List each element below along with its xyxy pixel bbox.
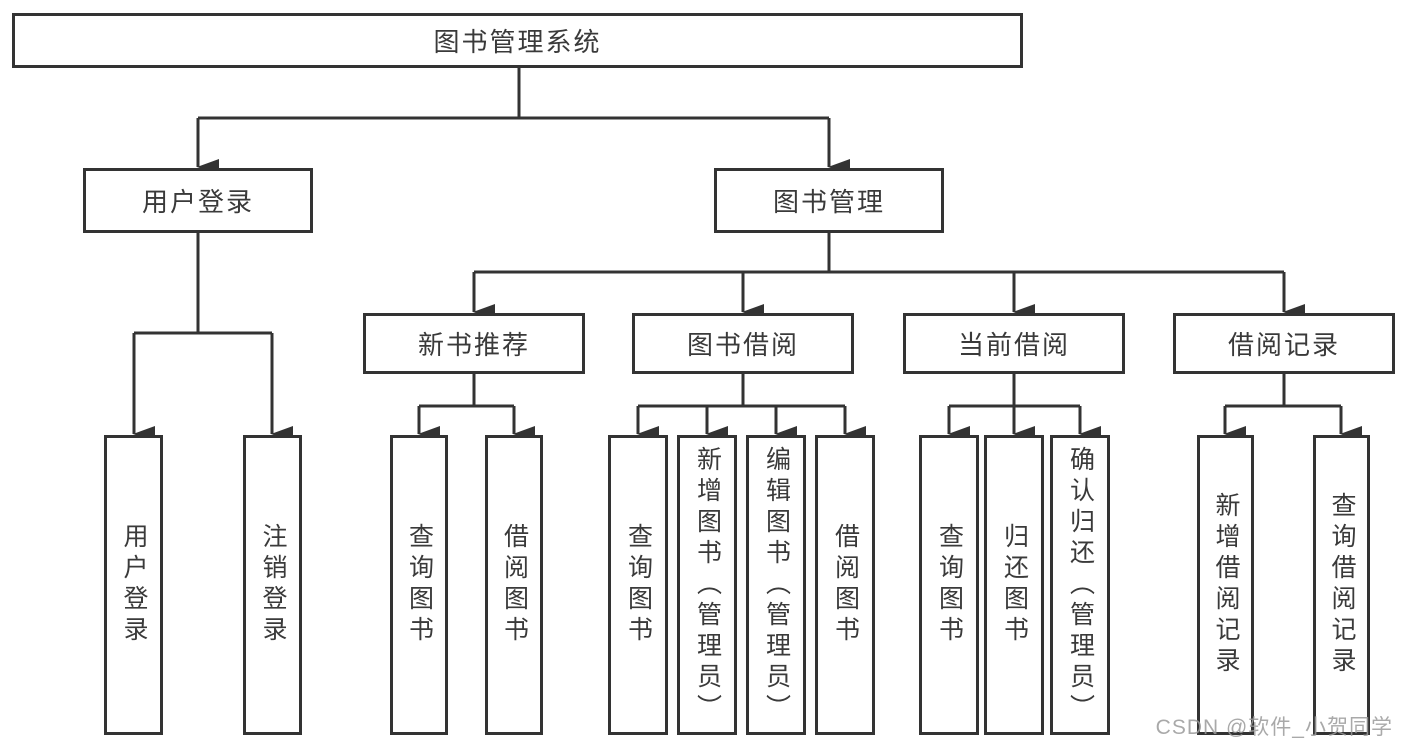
leaf-cb-query-books-label: 查询图书 [935,523,964,647]
leaf-bb-add-books-admin: 新增图书（管理员） [677,435,737,735]
node-user-login-label: 用户登录 [141,187,254,217]
node-borrowing-records-label: 借阅记录 [1227,330,1340,360]
node-current-borrowing: 当前借阅 [903,313,1125,374]
leaf-cb-confirm-return-admin: 确认归还（管理员） [1050,435,1110,735]
leaf-user-login-label: 用户登录 [120,523,148,647]
leaf-nbr-borrow-books-label: 借阅图书 [500,523,529,647]
leaf-br-query-record-label: 查询借阅记录 [1328,492,1356,678]
leaf-bb-borrow-books: 借阅图书 [815,435,875,735]
node-new-book-recommendation-label: 新书推荐 [417,330,530,360]
leaf-bb-edit-books-admin-label: 编辑图书（管理员） [762,445,791,725]
node-book-borrowing: 图书借阅 [632,313,854,374]
node-book-management-label: 图书管理 [772,187,885,217]
node-new-book-recommendation: 新书推荐 [363,313,585,374]
leaf-bb-query-books: 查询图书 [608,435,668,735]
node-book-management: 图书管理 [714,168,944,233]
leaf-logout: 注销登录 [243,435,302,735]
csdn-watermark: CSDN @软件_小贺同学 [1155,716,1393,739]
leaf-cb-return-books-label: 归还图书 [1000,523,1029,647]
leaf-bb-borrow-books-label: 借阅图书 [831,523,860,647]
leaf-cb-confirm-return-admin-label: 确认归还（管理员） [1066,445,1095,725]
node-user-login: 用户登录 [83,168,313,233]
leaf-cb-query-books: 查询图书 [919,435,979,735]
leaf-nbr-query-books: 查询图书 [390,435,448,735]
node-book-borrowing-label: 图书借阅 [686,330,799,360]
leaf-logout-label: 注销登录 [259,523,287,647]
leaf-nbr-query-books-label: 查询图书 [405,523,434,647]
leaf-cb-return-books: 归还图书 [984,435,1044,735]
node-borrowing-records: 借阅记录 [1173,313,1395,374]
leaf-nbr-borrow-books: 借阅图书 [485,435,543,735]
leaf-user-login: 用户登录 [104,435,163,735]
leaf-bb-edit-books-admin: 编辑图书（管理员） [746,435,806,735]
leaf-bb-add-books-admin-label: 新增图书（管理员） [693,445,722,725]
node-root-library-management-system: 图书管理系统 [12,13,1023,68]
node-root-label: 图书管理系统 [433,27,602,57]
leaf-br-query-record: 查询借阅记录 [1313,435,1370,735]
leaf-bb-query-books-label: 查询图书 [624,523,653,647]
leaf-br-add-record-label: 新增借阅记录 [1212,492,1240,678]
node-current-borrowing-label: 当前借阅 [957,330,1070,360]
leaf-br-add-record: 新增借阅记录 [1197,435,1254,735]
